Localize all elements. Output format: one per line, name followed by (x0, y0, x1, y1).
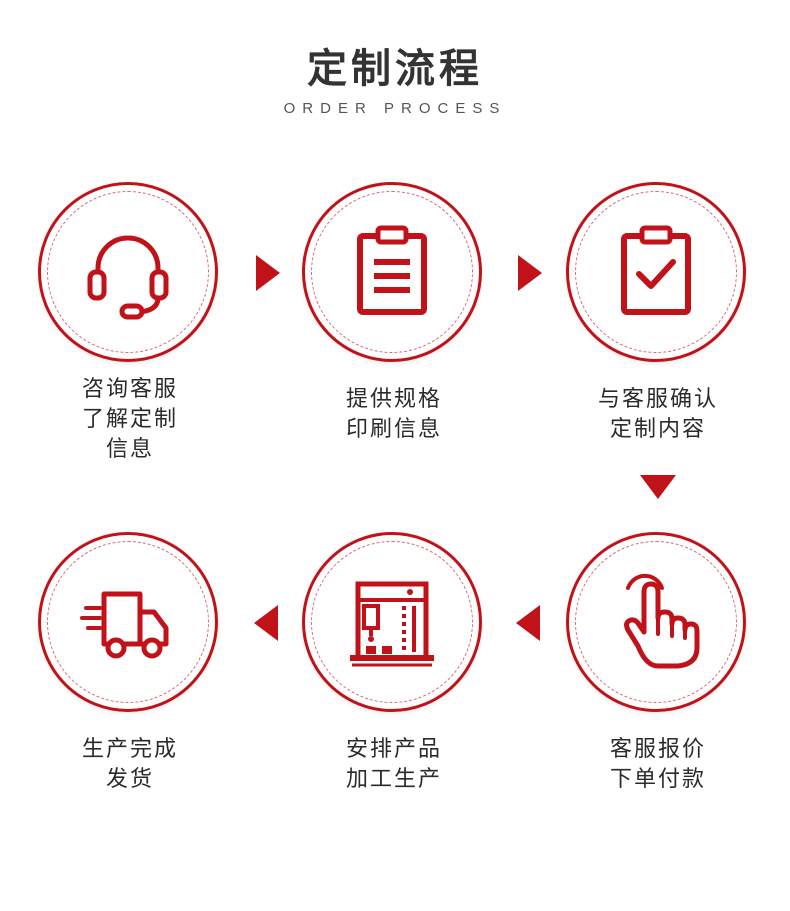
step-5-line-2: 加工生产 (345, 767, 442, 792)
pointing-hand-icon (624, 573, 700, 669)
step-2-circle (302, 182, 482, 362)
step-6-label: 生产完成 发货 (30, 735, 230, 795)
step-5-line-1: 安排产品 (345, 737, 442, 762)
step-6-line-1: 生产完成 (81, 737, 178, 762)
step-4-line-2: 下单付款 (609, 767, 706, 792)
step-6-circle (38, 532, 218, 712)
arrow-left-2 (254, 605, 278, 641)
step-3-line-2: 定制内容 (609, 417, 706, 442)
arrow-down (640, 475, 676, 499)
machine-icon (350, 581, 434, 667)
step-6-line-2: 发货 (105, 767, 154, 792)
page-subtitle: ORDER PROCESS (283, 100, 507, 117)
clipboard-check-icon (621, 225, 691, 315)
clipboard-list-icon (357, 225, 427, 315)
step-2-line-1: 提供规格 (345, 387, 442, 412)
step-5-circle (302, 532, 482, 712)
page-title: 定制流程 (307, 46, 483, 92)
arrow-right-2 (518, 255, 542, 291)
step-3-circle (566, 182, 746, 362)
step-5-label: 安排产品 加工生产 (294, 735, 494, 795)
step-4-line-1: 客服报价 (609, 737, 706, 762)
arrow-right-1 (256, 255, 280, 291)
step-1-label: 咨询客服 了解定制 信息 (30, 375, 230, 465)
step-1-line-1: 咨询客服 (81, 377, 178, 402)
step-1-circle (38, 182, 218, 362)
delivery-truck-icon (80, 591, 169, 659)
step-1-line-2: 了解定制 (81, 407, 178, 432)
step-4-circle (566, 532, 746, 712)
step-3-label: 与客服确认 定制内容 (558, 385, 758, 445)
step-2-label: 提供规格 印刷信息 (294, 385, 494, 445)
step-3-line-1: 与客服确认 (597, 387, 718, 412)
step-4-label: 客服报价 下单付款 (558, 735, 758, 795)
headset-icon (87, 235, 169, 320)
step-2-line-2: 印刷信息 (345, 417, 442, 442)
arrow-left-1 (516, 605, 540, 641)
step-1-line-3: 信息 (105, 437, 154, 462)
